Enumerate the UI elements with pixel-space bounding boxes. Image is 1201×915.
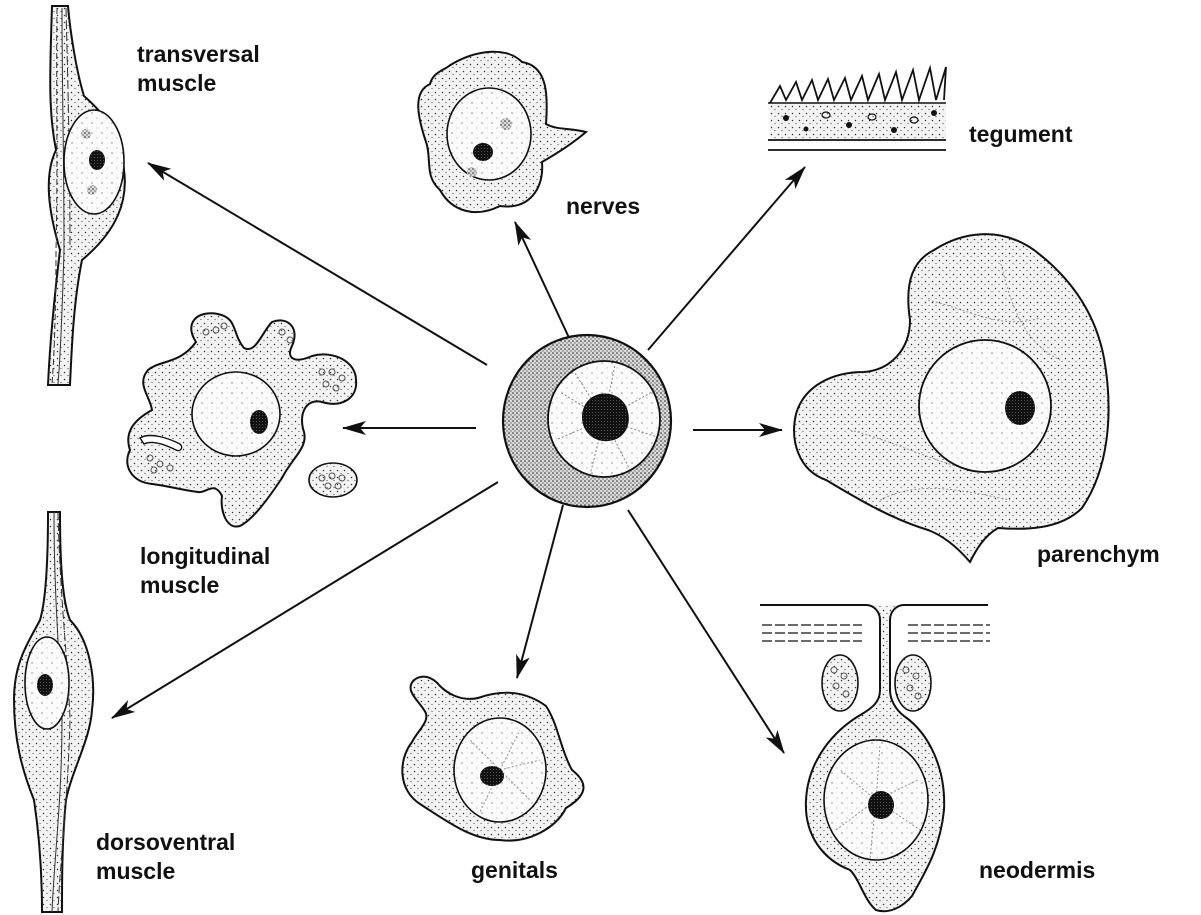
label-genitals: genitals: [471, 856, 558, 885]
center-stem-cell: [503, 335, 671, 507]
arrow-to-tegument: [648, 167, 805, 350]
dorsoventral-muscle-cell: [14, 512, 93, 912]
parenchym-cell: [794, 234, 1108, 562]
label-transversal-muscle-line2: muscle: [137, 69, 260, 98]
genital-cell: [402, 677, 583, 841]
label-parenchym: parenchym: [1037, 540, 1160, 569]
arrow-to-nerves: [515, 222, 571, 342]
tegument-tissue: [768, 67, 946, 150]
label-transversal-muscle: transversal muscle: [137, 40, 260, 98]
label-dorsoventral-muscle-line1: dorsoventral: [96, 828, 235, 857]
arrow-to-neodermis: [628, 510, 784, 753]
label-tegument: tegument: [969, 120, 1073, 149]
nerve-cell: [418, 52, 586, 212]
label-transversal-muscle-line1: transversal: [137, 40, 260, 69]
label-longitudinal-muscle-line2: muscle: [140, 571, 270, 600]
arrow-to-dorsoventral-muscle: [112, 482, 498, 718]
label-longitudinal-muscle-line1: longitudinal: [140, 542, 270, 571]
transversal-muscle-cell: [48, 6, 125, 385]
neodermis-cell: [760, 605, 990, 911]
arrow-to-genitals: [517, 505, 563, 678]
label-dorsoventral-muscle: dorsoventral muscle: [96, 828, 235, 886]
longitudinal-muscle-cell: [127, 313, 357, 526]
label-neodermis: neodermis: [979, 856, 1095, 885]
label-nerves: nerves: [566, 192, 640, 221]
label-dorsoventral-muscle-line2: muscle: [96, 857, 235, 886]
label-longitudinal-muscle: longitudinal muscle: [140, 542, 270, 600]
